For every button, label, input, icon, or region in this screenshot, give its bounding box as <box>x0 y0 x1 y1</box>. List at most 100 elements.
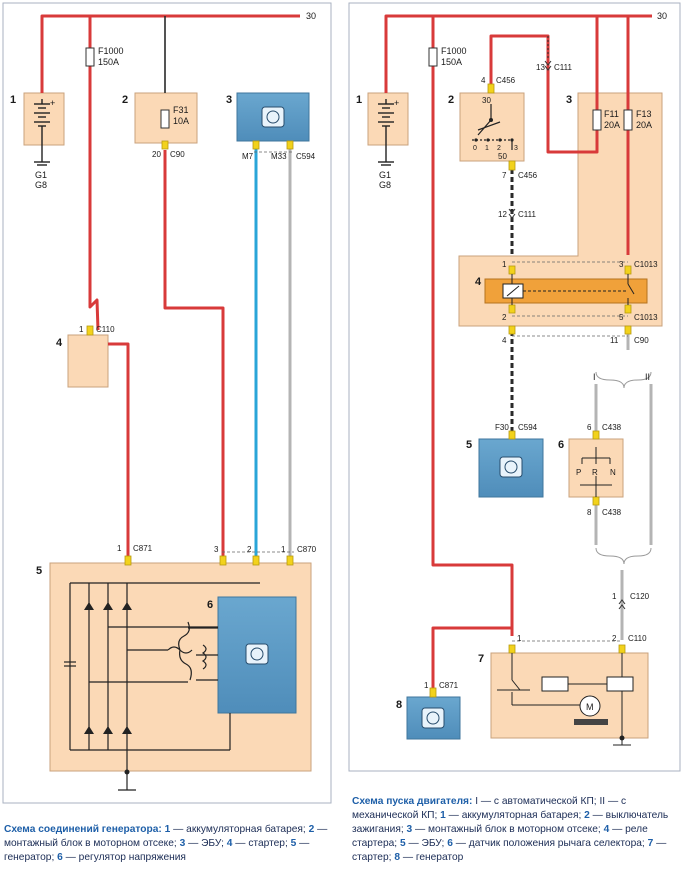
svg-text:+: + <box>394 98 399 108</box>
right-label-2: 2 <box>448 94 454 106</box>
left-caption-item-3: 3 — ЭБУ; <box>179 838 224 849</box>
switch-terminal-50: 50 <box>498 152 507 161</box>
right-caption-item-4: 4 — реле стартера; <box>352 824 648 849</box>
left-fuse-f31-name: F31 <box>173 105 189 115</box>
ignition-contacts-icon <box>472 104 513 150</box>
left-caption-item-6: 6 — регулятор напряжения <box>57 852 186 863</box>
switch-pos-2: 2 <box>497 145 501 152</box>
right-caption-item-3: 3 — монтажный блок в моторном отсеке; <box>406 824 601 835</box>
right-generator-chip-icon <box>421 707 445 729</box>
left-c110: C110 <box>96 325 115 334</box>
right-wire-c871 <box>431 626 512 693</box>
left-label-1: 1 <box>10 94 16 106</box>
right-caption: Схема пуска двигателя: I — с автоматичес… <box>352 795 682 865</box>
right-label-8: 8 <box>396 699 402 711</box>
left-caption-title: Схема соединений генератора: <box>4 824 162 835</box>
right-fuse-f1000-rating: 150A <box>441 57 462 67</box>
wire-30-bus <box>40 14 300 93</box>
left-caption: Схема соединений генератора: 1 — аккумул… <box>4 823 334 865</box>
right-c111-bot: C111 <box>518 210 536 219</box>
fuse-f31-icon <box>160 109 170 129</box>
engine-start-diagram: + <box>348 2 681 772</box>
right-fuse-f11-name: F11 <box>604 109 619 119</box>
right-batt-g1: G1 <box>379 170 391 180</box>
right-battery-symbol-icon <box>378 99 394 166</box>
left-fuse-f1000-name: F1000 <box>98 46 124 56</box>
wire-c871 <box>108 342 130 560</box>
relay-pin-5: 5 <box>619 313 624 322</box>
left-caption-item-4: 4 — стартер; <box>226 838 288 849</box>
starter-motor-icon <box>579 695 601 717</box>
right-wire-30-label: 30 <box>657 11 667 21</box>
right-label-6: 6 <box>558 439 564 451</box>
left-caption-item-1: 1 — аккумуляторная батарея; <box>164 824 306 835</box>
starter-motor-label: M <box>586 702 594 712</box>
left-c870-pin-1: 1 <box>281 545 286 554</box>
right-fuse-f1000-icon <box>428 47 438 67</box>
right-label-7: 7 <box>478 653 484 665</box>
fuse-f13-icon <box>623 109 633 131</box>
right-caption-item-1: 1 — аккумуляторная батарея; <box>440 810 582 821</box>
left-ecu-pin-m33: M33 <box>271 152 287 161</box>
right-caption-item-5: 5 — ЭБУ; <box>399 838 445 849</box>
switch-pos-1: 1 <box>485 145 489 152</box>
selector-r: R <box>592 468 598 477</box>
right-c90-pin-11: 11 <box>610 336 619 345</box>
right-ecu-chip-icon <box>499 456 523 478</box>
fuse-f11-icon <box>592 109 602 131</box>
switch-pos-0: 0 <box>473 145 477 152</box>
right-wire-30-bus <box>384 14 652 93</box>
regulator-chip-icon <box>245 643 269 665</box>
right-c456-bot: C456 <box>518 171 538 180</box>
right-c120: C120 <box>630 592 650 601</box>
left-ecu-pin-m7: M7 <box>242 152 254 161</box>
rectifier-bridge <box>64 582 260 791</box>
left-c90-pin: 20 <box>152 150 161 159</box>
right-batt-g8: G8 <box>379 180 391 190</box>
right-caption-intro: I — с автоматической КП; II — с механиче… <box>352 796 627 821</box>
left-caption-item-2: 2 — монтажный блок в моторном отсеке; <box>4 824 328 849</box>
variant-i-label: I <box>593 372 596 382</box>
right-c438-bot: C438 <box>602 508 622 517</box>
ecu-chip-icon <box>261 106 285 128</box>
right-fuse-f1000-name: F1000 <box>441 46 467 56</box>
right-c111-top: C111 <box>554 63 572 72</box>
right-c871: C871 <box>439 681 459 690</box>
right-c871-pin: 1 <box>424 681 429 690</box>
left-c871-pin: 1 <box>117 544 122 553</box>
right-c120-pin: 1 <box>612 592 617 601</box>
switch-pos-3: 3 <box>514 145 518 152</box>
left-label-2: 2 <box>122 94 128 106</box>
right-c110-pin-1: 1 <box>517 634 522 643</box>
left-wire-30-label: 30 <box>306 11 316 21</box>
relay-pin-1: 1 <box>502 260 507 269</box>
battery-symbol-icon <box>34 99 50 166</box>
left-c870: C870 <box>297 545 317 554</box>
right-c90-pin-4: 4 <box>502 336 507 345</box>
left-c110-pin: 1 <box>79 325 84 334</box>
right-frame <box>348 2 681 772</box>
right-c1013-bot: C1013 <box>634 313 658 322</box>
right-c1013-top: C1013 <box>634 260 658 269</box>
selector-n: N <box>610 468 616 477</box>
relay-pin-3: 3 <box>619 260 624 269</box>
right-c456-bot-pin: 7 <box>502 171 507 180</box>
selector-p: P <box>576 468 581 477</box>
right-c90: C90 <box>634 336 649 345</box>
right-battery-block <box>367 92 409 146</box>
right-c438-top: C438 <box>602 423 622 432</box>
left-batt-g8: G8 <box>35 180 47 190</box>
right-fuse-f13-rating: 20A <box>636 120 652 130</box>
right-fuse-f11-rating: 20A <box>604 120 620 130</box>
left-label-3: 3 <box>226 94 232 106</box>
right-f30-pin: F30 <box>495 423 509 432</box>
right-caption-item-6: 6 — датчик положения рычага селектора; <box>447 838 645 849</box>
wire-c90-to-c870 <box>163 150 225 560</box>
left-c870-pin-3: 3 <box>214 545 219 554</box>
right-caption-item-2: 2 — выключатель зажигания; <box>352 810 669 835</box>
fuse-f1000-icon <box>85 47 95 67</box>
right-c594: C594 <box>518 423 538 432</box>
right-c456-top: C456 <box>496 76 516 85</box>
left-c870-pin-2: 2 <box>247 545 252 554</box>
